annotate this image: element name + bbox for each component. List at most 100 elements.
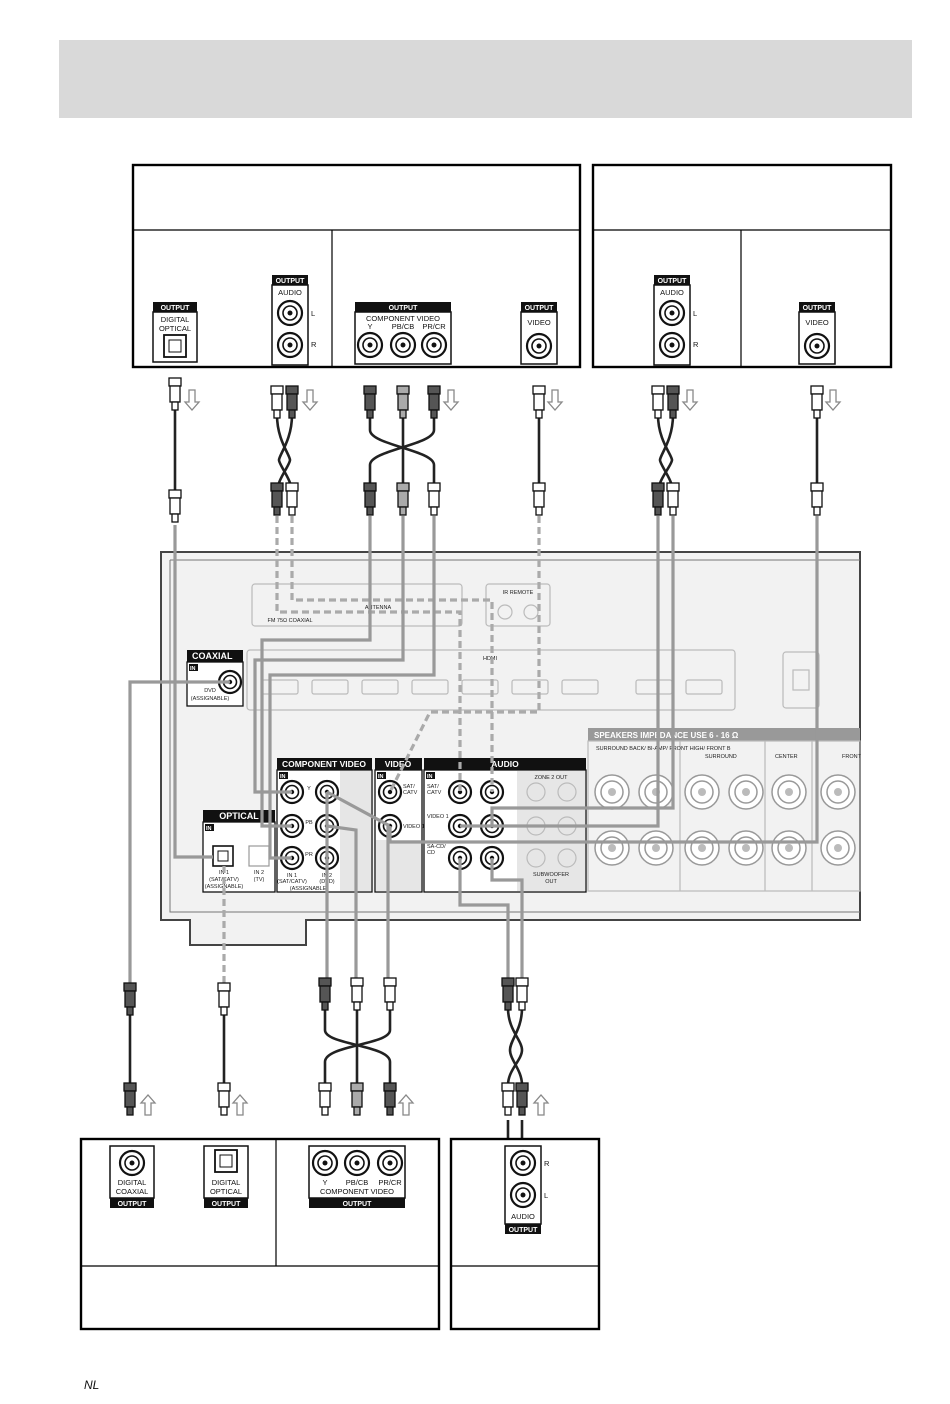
component-assignable-label: (ASSIGNABLE) — [290, 886, 329, 892]
receiver-optical-in: OPTICAL IN IN 1 (SAT/CATV) (ASSIGNABLE) … — [202, 810, 276, 893]
top-right-device: OUTPUT AUDIO L R OUTPUT VIDEO — [591, 163, 893, 369]
component-in1-label-2: (SAT/CATV) — [277, 879, 307, 885]
right-label: R — [693, 340, 699, 349]
component-video-label: COMPONENT VIDEO — [320, 1187, 394, 1196]
component-video-label: COMPONENT VIDEO — [366, 314, 440, 323]
antenna-panel — [251, 583, 463, 627]
pr-label: PR/CR — [378, 1178, 402, 1187]
zone-out-label: ZONE 2 OUT — [534, 775, 568, 781]
coaxial-in-label: IN — [190, 666, 196, 672]
fm-label: FM 75Ω COAXIAL — [267, 618, 312, 624]
pb-label: PB/CB — [392, 322, 415, 331]
page-label: NL — [84, 1378, 100, 1392]
coaxial-jack-label-2: (ASSIGNABLE) — [191, 696, 230, 702]
component-pb-label: PB — [305, 820, 313, 826]
video-jack1-label-2: CATV — [403, 790, 418, 796]
video-output-tr: OUTPUT VIDEO — [798, 302, 836, 365]
output-label: OUTPUT — [658, 278, 688, 285]
digital-optical-output: OUTPUT DIGITAL OPTICAL — [152, 302, 198, 363]
hdmi-ports — [261, 679, 723, 695]
video-jack — [525, 332, 553, 360]
digital-optical-output-bl: DIGITAL OPTICAL OUTPUT — [203, 1145, 249, 1208]
component-pb-jack — [343, 1149, 371, 1177]
video-jack — [803, 332, 831, 360]
antenna-label: ANTENNA — [365, 605, 392, 611]
coaxial-label: COAXIAL — [116, 1187, 149, 1196]
optical-label: OPTICAL — [159, 324, 191, 333]
output-label: OUTPUT — [118, 1201, 148, 1208]
right-label: R — [544, 1159, 550, 1168]
audio-jack-l — [509, 1181, 537, 1209]
header-band — [59, 40, 912, 118]
digital-label: DIGITAL — [161, 315, 190, 324]
component-y-jack — [311, 1149, 339, 1177]
subwoofer-label-2: OUT — [545, 879, 557, 885]
audio-jack1-label-1: SAT/ — [427, 784, 439, 790]
output-label: OUTPUT — [803, 305, 833, 312]
component-in-label: IN — [280, 774, 286, 780]
audio-output-tl: OUTPUT AUDIO L R — [271, 275, 317, 366]
output-label: OUTPUT — [161, 305, 191, 312]
component-video-output-bl: Y PB/CB PR/CR COMPONENT VIDEO OUTPUT — [308, 1145, 406, 1208]
video-label: VIDEO — [805, 318, 829, 327]
audio-in-label: IN — [427, 774, 433, 780]
receiver-audio-in: AUDIO IN SAT/ CATV VIDEO 1 SA-CD/ CD ZON… — [423, 758, 587, 893]
pb-label: PB/CB — [346, 1178, 369, 1187]
audio-jack1-label-2: CATV — [427, 790, 442, 796]
optical-jack1-label-3: (ASSIGNABLE) — [205, 884, 244, 890]
left-label: L — [544, 1191, 548, 1200]
receiver: ANTENNA FM 75Ω COAXIAL IR REMOTE HDMI SP… — [160, 551, 862, 946]
left-label: L — [693, 309, 697, 318]
coaxial-header: COAXIAL — [192, 651, 233, 661]
audio-jack-r — [276, 331, 304, 359]
pr-label: PR/CR — [422, 322, 446, 331]
audio-jack-r — [509, 1149, 537, 1177]
video-in-label: IN — [378, 774, 384, 780]
component-in1-label-1: IN 1 — [287, 873, 297, 879]
audio-output-tr: OUTPUT AUDIO L R — [653, 275, 699, 366]
video-header: VIDEO — [385, 759, 412, 769]
optical-jack2-label-2: (TV) — [254, 877, 265, 883]
component-pr-jack — [376, 1149, 404, 1177]
component-video-output-tl: OUTPUT COMPONENT VIDEO Y PB/CB PR/CR — [354, 302, 452, 365]
audio-label: AUDIO — [278, 288, 302, 297]
digital-label: DIGITAL — [118, 1178, 147, 1187]
component-pb-jack — [389, 331, 417, 359]
audio-jack3-label-2: CD — [427, 850, 435, 856]
speaker-group-4: FRONT — [842, 754, 862, 760]
speaker-group-1: SURROUND BACK/ BI-AMP/ FRONT HIGH/ FRONT… — [596, 746, 731, 752]
optical-in-label: IN — [206, 826, 212, 832]
audio-jack-r — [658, 331, 686, 359]
audio-label: AUDIO — [511, 1212, 535, 1221]
speakers-header: SPEAKERS IMPEDANCE USE 6 - 16 Ω — [594, 731, 739, 740]
video-jack2-label: VIDEO 1 — [403, 824, 425, 830]
receiver-coaxial-in: COAXIAL IN DVD (ASSIGNABLE) — [186, 650, 244, 707]
video-label: VIDEO — [527, 318, 551, 327]
optical-header: OPTICAL — [219, 811, 259, 821]
subwoofer-label-1: SUBWOOFER — [533, 872, 569, 878]
left-label: L — [311, 309, 315, 318]
audio-output-br: R L AUDIO OUTPUT — [504, 1145, 550, 1234]
component-y-jack — [356, 331, 384, 359]
ir-remote-label: IR REMOTE — [503, 590, 534, 596]
top-cables — [168, 377, 841, 860]
output-label: OUTPUT — [525, 305, 555, 312]
output-label: OUTPUT — [212, 1201, 242, 1208]
video-jack1-label-1: SAT/ — [403, 784, 415, 790]
coaxial-jack-label-1: DVD — [204, 688, 216, 694]
video-sat-catv-jack — [377, 779, 403, 805]
video-output-tl: OUTPUT VIDEO — [520, 302, 558, 365]
coaxial-output-jack — [118, 1149, 146, 1177]
output-label: OUTPUT — [509, 1227, 539, 1234]
speaker-group-2: SURROUND — [705, 754, 737, 760]
bottom-left-device: DIGITAL COAXIAL OUTPUT DIGITAL OPTICAL O… — [79, 1137, 441, 1331]
optical-jack2-label-1: IN 2 — [254, 870, 264, 876]
right-label: R — [311, 340, 317, 349]
component-header: COMPONENT VIDEO — [282, 759, 366, 769]
output-label: OUTPUT — [389, 305, 419, 312]
receiver-video-in: VIDEO IN SAT/ CATV VIDEO 1 — [374, 758, 425, 893]
bottom-right-device: R L AUDIO OUTPUT — [449, 1137, 601, 1331]
output-label: OUTPUT — [276, 278, 306, 285]
speakers-panel: SPEAKERS IMPEDANCE USE 6 - 16 Ω SURROUND… — [587, 728, 862, 892]
